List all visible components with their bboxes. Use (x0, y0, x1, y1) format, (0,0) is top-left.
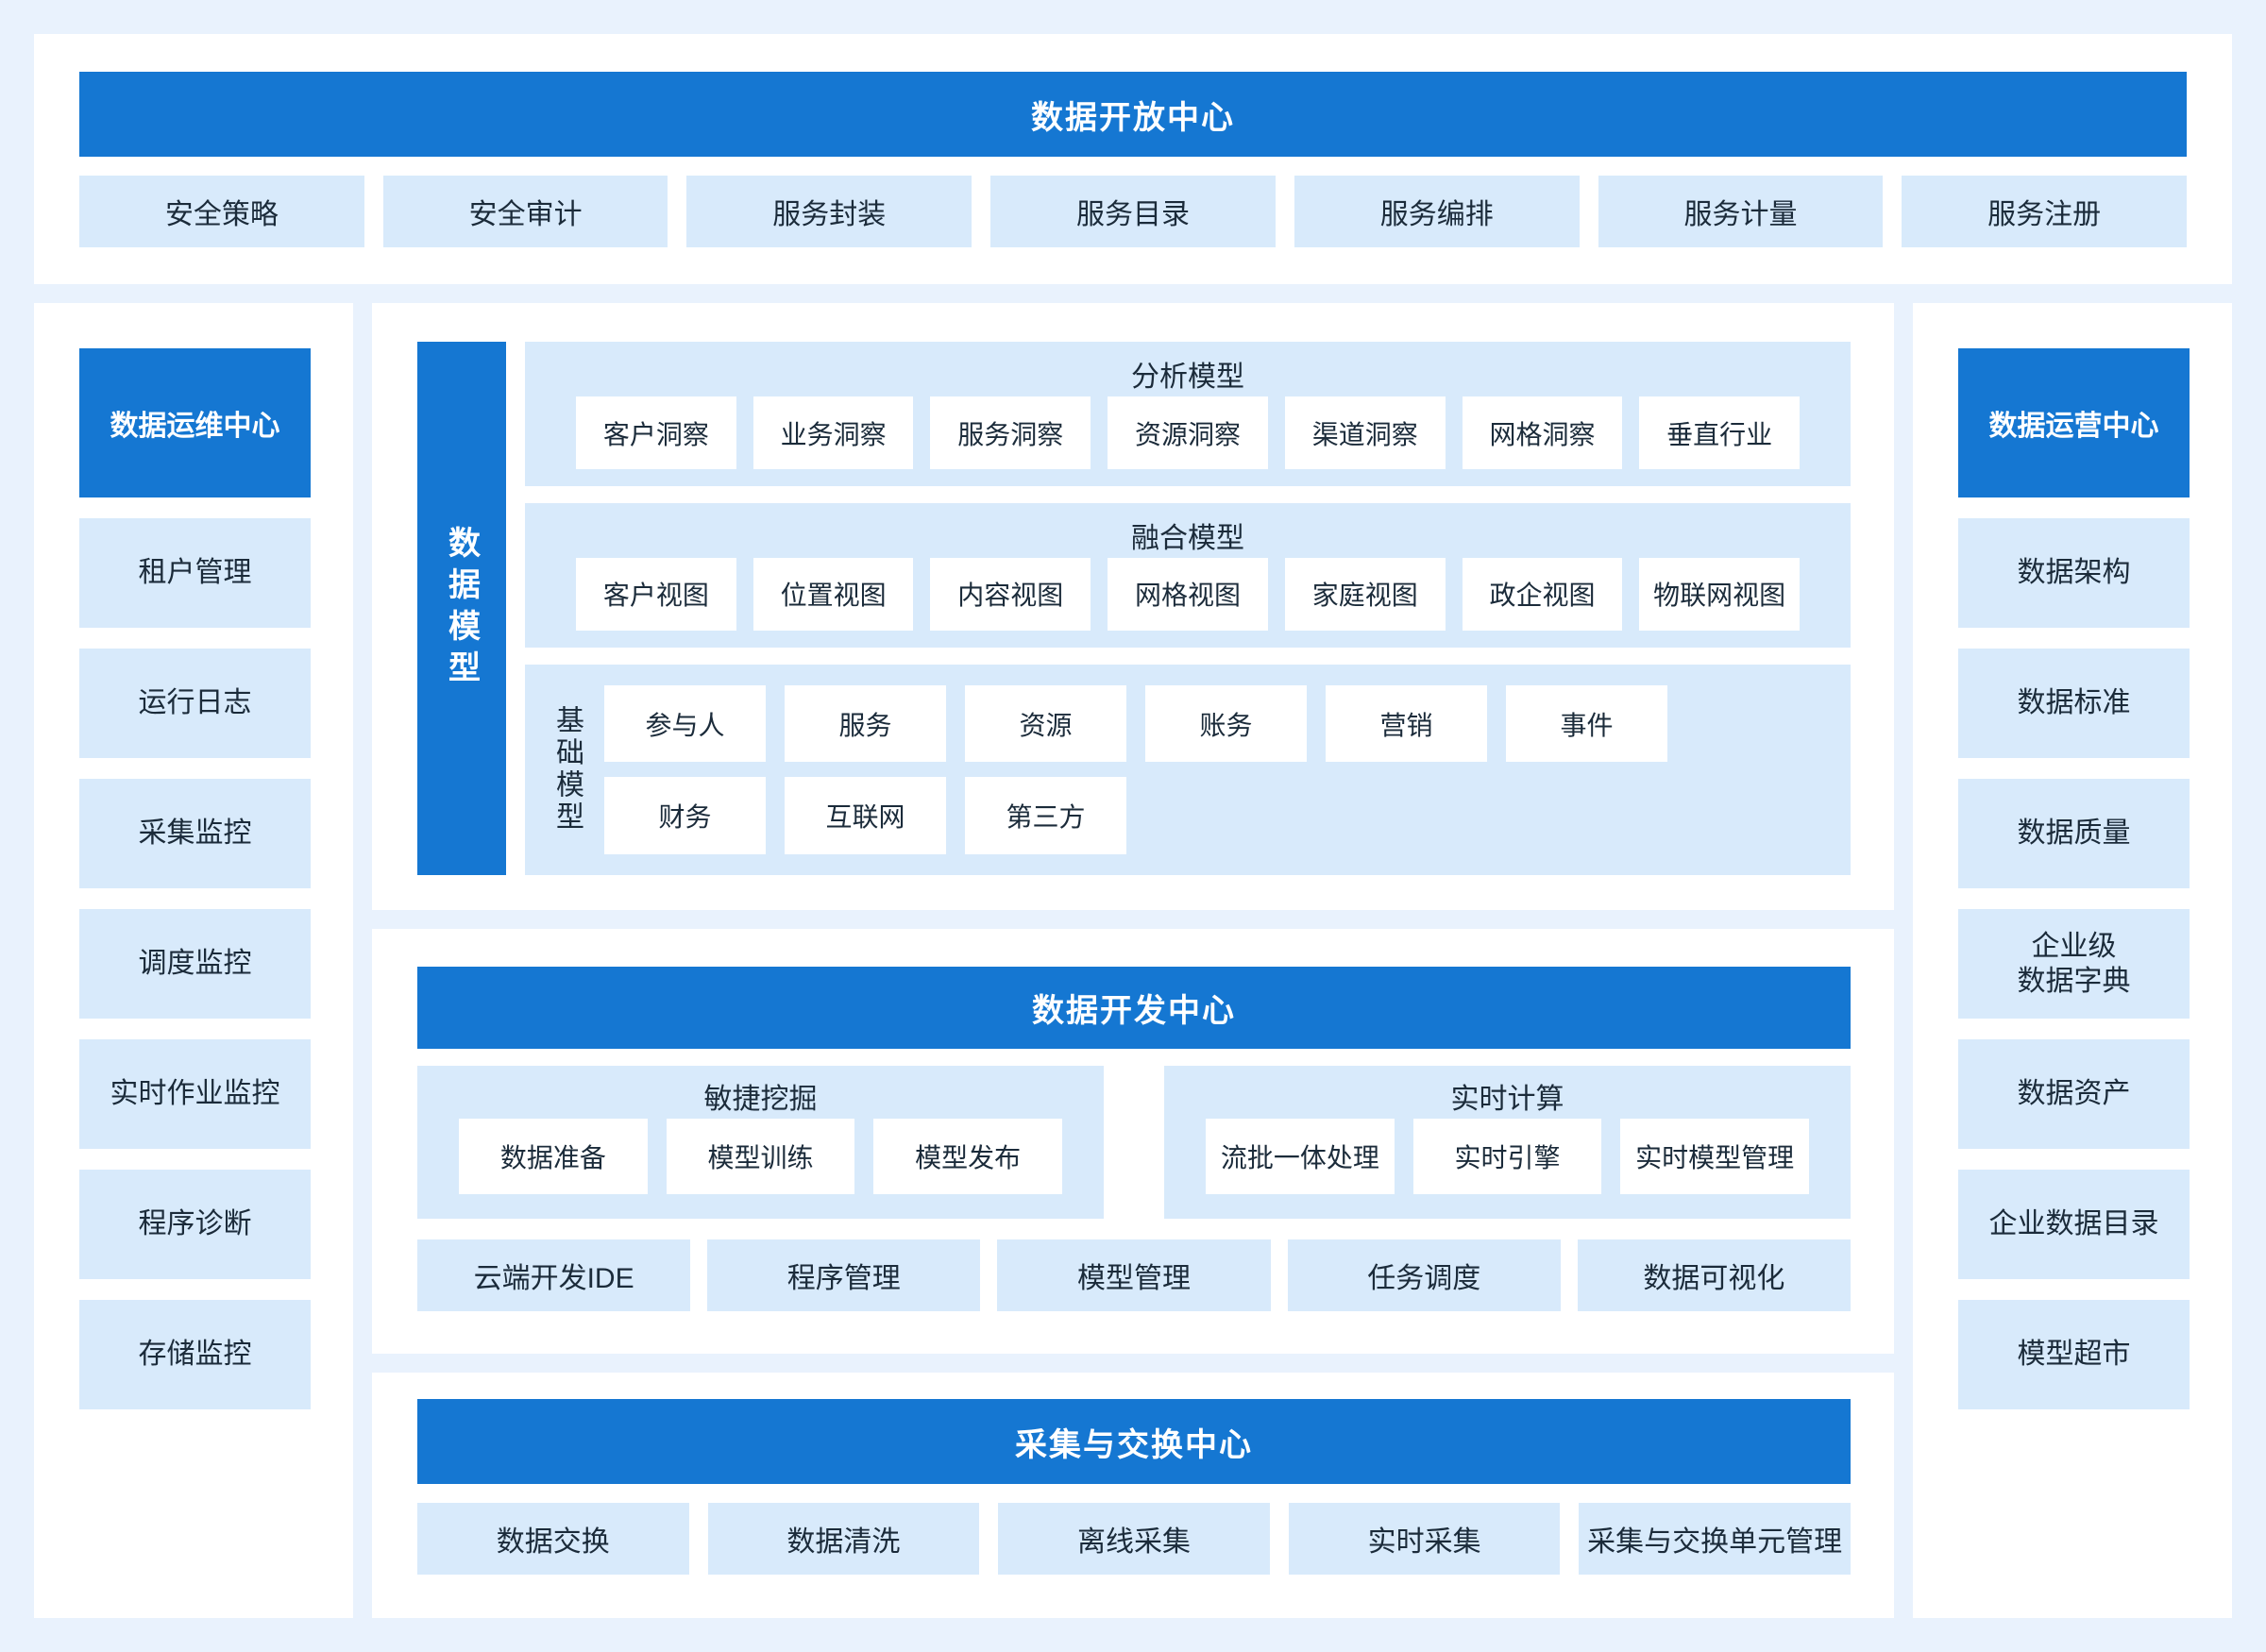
base-model-item: 事件 (1506, 684, 1667, 763)
maintain-center-item: 存储监控 (79, 1300, 311, 1409)
base-model-item: 营销 (1326, 684, 1487, 763)
analysis-model-group: 分析模型 客户洞察 业务洞察 服务洞察 资源洞察 渠道洞察 网格洞察 垂直行业 (525, 342, 1851, 486)
base-model-item: 第三方 (965, 777, 1126, 854)
fusion-model-item: 内容视图 (930, 557, 1091, 631)
operate-center-item: 数据资产 (1958, 1039, 2190, 1149)
realtime-compute-item: 实时引擎 (1412, 1119, 1602, 1194)
base-model-item: 互联网 (785, 777, 946, 854)
fusion-model-items: 客户视图 位置视图 内容视图 网格视图 家庭视图 政企视图 物联网视图 (576, 557, 1801, 631)
open-center-banner: 数据开放中心 (79, 72, 2187, 157)
fusion-model-group: 融合模型 客户视图 位置视图 内容视图 网格视图 家庭视图 政企视图 物联网视图 (525, 502, 1851, 648)
realtime-compute-group: 实时计算 流批一体处理 实时引擎 实时模型管理 (1164, 1066, 1851, 1219)
analysis-model-item: 资源洞察 (1108, 396, 1268, 469)
analysis-model-title: 分析模型 (1131, 362, 1244, 393)
realtime-compute-title: 实时计算 (1450, 1084, 1564, 1115)
open-center-item: 服务目录 (990, 176, 1276, 247)
fusion-model-title: 融合模型 (1131, 522, 1244, 554)
operate-center-item: 企业数据目录 (1958, 1170, 2190, 1279)
operate-center-item: 数据架构 (1958, 518, 2190, 628)
base-model-vertical-title: 基础模型 (551, 705, 583, 834)
collect-center-banner: 采集与交换中心 (417, 1399, 1851, 1484)
operate-center-panel: 数据运营中心 数据架构 数据标准 数据质量 企业级 数据字典 数据资产 企业数据… (1913, 303, 2232, 1618)
fusion-model-item: 物联网视图 (1639, 557, 1801, 631)
fusion-model-item: 家庭视图 (1284, 557, 1446, 631)
data-model-groups: 分析模型 客户洞察 业务洞察 服务洞察 资源洞察 渠道洞察 网格洞察 垂直行业 … (525, 342, 1851, 875)
open-center-item: 服务封装 (686, 176, 972, 247)
dev-tool-item: 云端开发IDE (417, 1239, 691, 1311)
maintain-center-item: 租户管理 (79, 518, 311, 628)
agile-mining-item: 数据准备 (459, 1119, 648, 1194)
operate-center-item: 数据标准 (1958, 649, 2190, 758)
agile-mining-item: 模型发布 (873, 1119, 1063, 1194)
fusion-model-item: 位置视图 (753, 557, 914, 631)
analysis-model-item: 渠道洞察 (1284, 396, 1446, 469)
analysis-model-item: 服务洞察 (930, 396, 1091, 469)
open-center-item: 服务注册 (1902, 176, 2188, 247)
dev-tool-item: 模型管理 (997, 1239, 1271, 1311)
realtime-compute-item: 实时模型管理 (1620, 1119, 1810, 1194)
base-model-items: 参与人 服务 资源 账务 营销 事件 财务 互联网 第三方 (604, 684, 1667, 854)
realtime-compute-items: 流批一体处理 实时引擎 实时模型管理 (1206, 1119, 1810, 1194)
operate-center-item: 数据质量 (1958, 779, 2190, 888)
base-model-item: 参与人 (604, 684, 766, 763)
base-model-item: 资源 (965, 684, 1126, 763)
operate-center-item: 模型超市 (1958, 1300, 2190, 1409)
open-center-panel: 数据开放中心 安全策略 安全审计 服务封装 服务目录 服务编排 服务计量 服务注… (34, 34, 2232, 284)
fusion-model-item: 客户视图 (576, 557, 736, 631)
dev-tool-item: 数据可视化 (1577, 1239, 1852, 1311)
collect-center-item: 数据清洗 (707, 1503, 980, 1575)
center-column: 数据模型 分析模型 客户洞察 业务洞察 服务洞察 资源洞察 渠道洞察 网格洞察 … (372, 303, 1894, 1618)
dev-center-panel: 数据开发中心 敏捷挖掘 数据准备 模型训练 模型发布 实时计算 流批一体处理 实… (372, 929, 1894, 1354)
dev-center-banner: 数据开发中心 (417, 967, 1851, 1049)
open-center-item: 服务计量 (1598, 176, 1884, 247)
data-model-vertical-title: 数据模型 (417, 342, 506, 875)
base-model-item: 账务 (1145, 684, 1307, 763)
maintain-center-panel: 数据运维中心 租户管理 运行日志 采集监控 调度监控 实时作业监控 程序诊断 存… (34, 303, 353, 1618)
maintain-center-item: 运行日志 (79, 649, 311, 758)
collect-center-item: 采集与交换单元管理 (1579, 1503, 1851, 1575)
operate-center-header: 数据运营中心 (1958, 348, 2190, 497)
collect-center-item: 实时采集 (1288, 1503, 1561, 1575)
realtime-compute-item: 流批一体处理 (1206, 1119, 1395, 1194)
maintain-center-item: 实时作业监控 (79, 1039, 311, 1149)
maintain-center-item: 调度监控 (79, 909, 311, 1019)
analysis-model-item: 业务洞察 (753, 396, 914, 469)
agile-mining-item: 模型训练 (666, 1119, 855, 1194)
collect-center-panel: 采集与交换中心 数据交换 数据清洗 离线采集 实时采集 采集与交换单元管理 (372, 1373, 1894, 1618)
collect-center-items: 数据交换 数据清洗 离线采集 实时采集 采集与交换单元管理 (417, 1503, 1851, 1575)
operate-center-item: 企业级 数据字典 (1958, 909, 2190, 1019)
base-model-group: 基础模型 参与人 服务 资源 账务 营销 事件 财务 互联网 第三方 (525, 664, 1851, 875)
maintain-center-item: 采集监控 (79, 779, 311, 888)
fusion-model-item: 政企视图 (1462, 557, 1623, 631)
open-center-item: 安全审计 (382, 176, 668, 247)
open-center-items: 安全策略 安全审计 服务封装 服务目录 服务编排 服务计量 服务注册 (79, 176, 2188, 247)
analysis-model-item: 网格洞察 (1462, 396, 1623, 469)
agile-mining-group: 敏捷挖掘 数据准备 模型训练 模型发布 (417, 1066, 1104, 1219)
maintain-center-header: 数据运维中心 (79, 348, 311, 497)
analysis-model-item: 垂直行业 (1639, 396, 1801, 469)
base-model-item: 服务 (785, 684, 946, 763)
dev-tool-item: 任务调度 (1287, 1239, 1561, 1311)
dev-center-tools: 云端开发IDE 程序管理 模型管理 任务调度 数据可视化 (417, 1239, 1852, 1311)
base-model-item: 财务 (604, 777, 766, 854)
collect-center-item: 离线采集 (998, 1503, 1270, 1575)
open-center-item: 安全策略 (79, 176, 364, 247)
agile-mining-title: 敏捷挖掘 (703, 1084, 818, 1115)
dev-center-groups: 敏捷挖掘 数据准备 模型训练 模型发布 实时计算 流批一体处理 实时引擎 实时模… (417, 1066, 1851, 1219)
maintain-center-item: 程序诊断 (79, 1170, 311, 1279)
analysis-model-items: 客户洞察 业务洞察 服务洞察 资源洞察 渠道洞察 网格洞察 垂直行业 (576, 396, 1801, 469)
data-model-panel: 数据模型 分析模型 客户洞察 业务洞察 服务洞察 资源洞察 渠道洞察 网格洞察 … (372, 303, 1894, 910)
collect-center-item: 数据交换 (417, 1503, 689, 1575)
open-center-item: 服务编排 (1294, 176, 1580, 247)
fusion-model-item: 网格视图 (1108, 557, 1268, 631)
main-content: 数据运维中心 租户管理 运行日志 采集监控 调度监控 实时作业监控 程序诊断 存… (34, 303, 2232, 1618)
agile-mining-items: 数据准备 模型训练 模型发布 (459, 1119, 1063, 1194)
dev-tool-item: 程序管理 (707, 1239, 981, 1311)
analysis-model-item: 客户洞察 (576, 396, 736, 469)
